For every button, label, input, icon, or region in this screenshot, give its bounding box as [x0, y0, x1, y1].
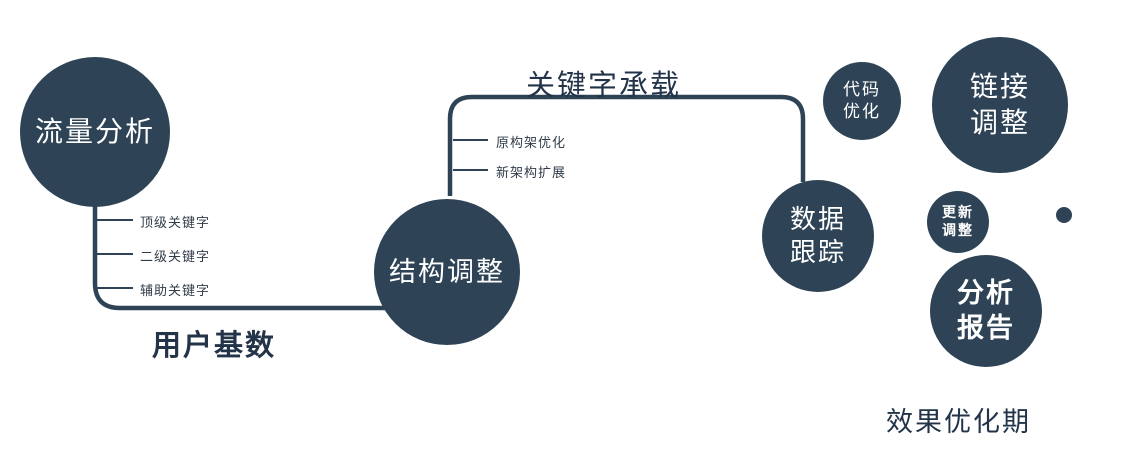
edge-label-user-base: 用户基数 — [152, 330, 277, 362]
branch-label-original-architecture: 原构架优化 — [496, 135, 567, 150]
node-link-adjustment: 链接 调整 — [932, 37, 1068, 173]
node-data-tracking-label: 数据 跟踪 — [789, 203, 846, 267]
caption-effect-optimization-period: 效果优化期 — [886, 407, 1031, 437]
node-traffic-analysis-label: 流量分析 — [34, 116, 155, 148]
node-code-optimization: 代码 优化 — [823, 62, 901, 140]
connector-structure-to-tracking — [447, 94, 806, 196]
node-data-tracking: 数据 跟踪 — [762, 180, 874, 292]
node-update-adjustment: 更新 调整 — [927, 191, 989, 253]
connector-traffic-to-structure — [92, 200, 392, 311]
edge-label-keyword-carry: 关键字承载 — [526, 70, 682, 102]
node-structure-adjustment: 结构调整 — [374, 199, 520, 345]
branch-label-top-keywords: 顶级关键字 — [140, 215, 211, 230]
node-analysis-report: 分析 报告 — [930, 255, 1042, 367]
dot-marker — [1056, 207, 1072, 223]
node-analysis-report-label: 分析 报告 — [957, 278, 1015, 343]
node-code-optimization-label: 代码 优化 — [843, 80, 881, 121]
branch-label-auxiliary-keywords: 辅助关键字 — [140, 283, 211, 298]
node-structure-adjustment-label: 结构调整 — [389, 256, 505, 287]
node-traffic-analysis: 流量分析 — [20, 57, 170, 207]
node-link-adjustment-label: 链接 调整 — [969, 71, 1030, 138]
branch-label-new-architecture: 新架构扩展 — [496, 165, 567, 180]
node-update-adjustment-label: 更新 调整 — [942, 204, 974, 238]
branch-label-secondary-keywords: 二级关键字 — [140, 249, 211, 264]
